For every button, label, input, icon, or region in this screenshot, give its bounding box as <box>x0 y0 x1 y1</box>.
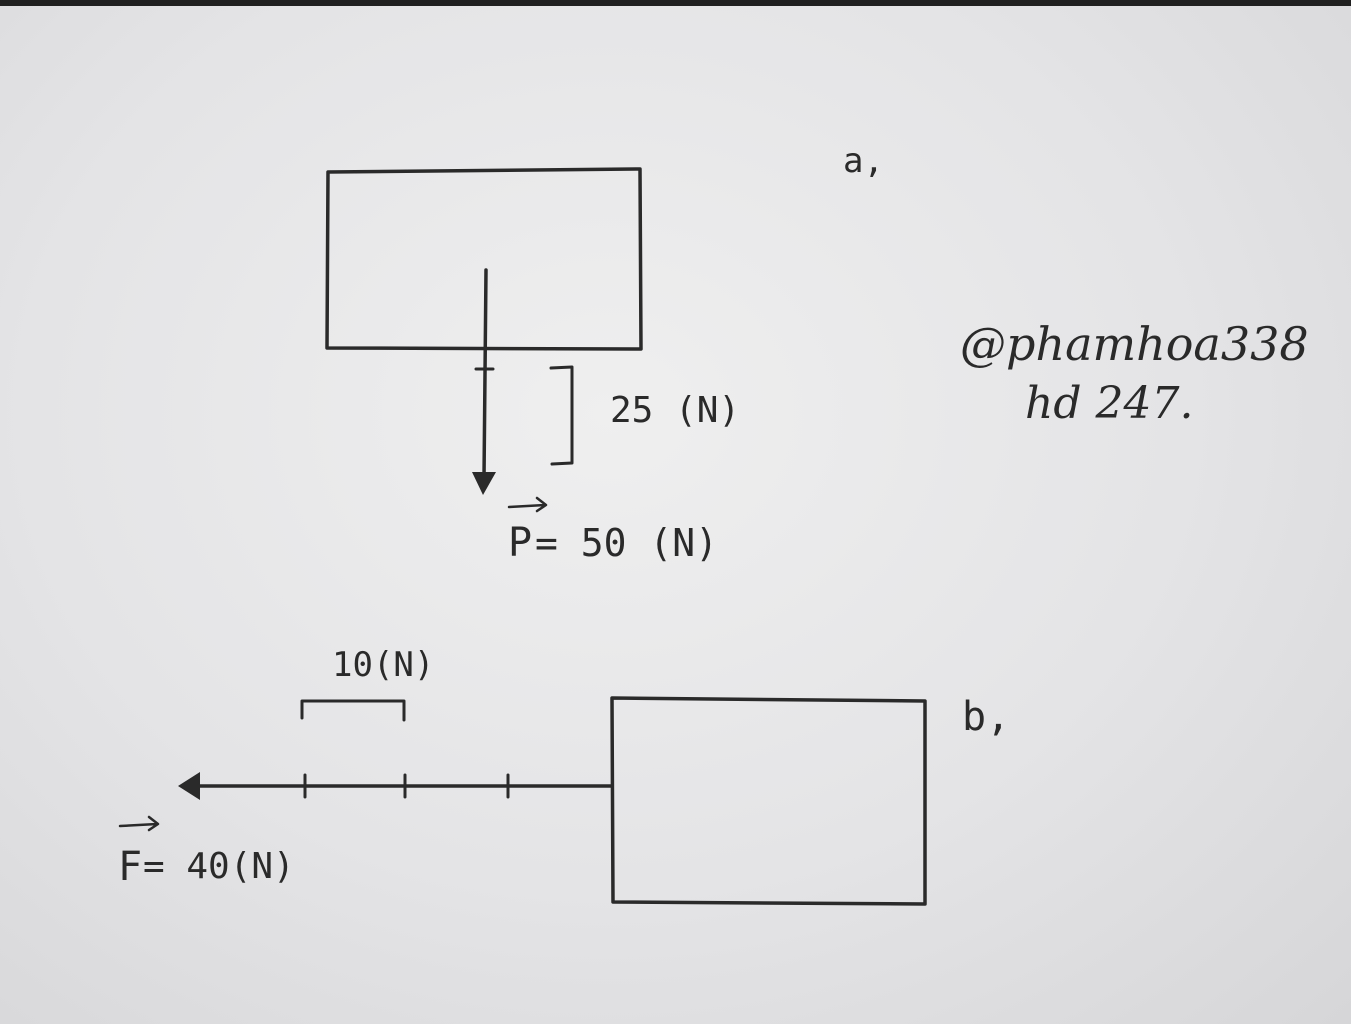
watermark-line-2: hd 247. <box>1025 378 1193 429</box>
watermark-line-1: @phamhoa338 <box>960 317 1309 371</box>
scale-bracket-b <box>300 699 406 722</box>
vector-arrow-f <box>118 815 160 832</box>
box-a <box>325 167 643 351</box>
part-a-label: a, <box>843 141 884 181</box>
part-b-label: b, <box>962 694 1010 740</box>
weight-label: = 50 (N) <box>535 521 718 565</box>
part-a: a, 25 (N) P = 50 (N) <box>325 141 884 566</box>
weight-vector-line <box>482 268 488 480</box>
scale-label-a: 25 (N) <box>610 390 740 431</box>
weight-symbol: P <box>508 520 532 566</box>
watermark: @phamhoa338 hd 247. <box>960 317 1309 429</box>
part-b: b, 10(N) F = 40(N) <box>118 645 1010 906</box>
box-b <box>610 696 927 906</box>
force-arrow-head <box>178 772 200 800</box>
scale-label-b: 10(N) <box>332 645 434 685</box>
force-label: = 40(N) <box>143 846 295 887</box>
scale-bracket-a <box>549 365 574 466</box>
weight-arrow-head <box>472 472 496 495</box>
force-symbol: F <box>118 844 142 890</box>
vector-arrow-p <box>507 496 548 513</box>
paper-background <box>0 6 1351 1024</box>
